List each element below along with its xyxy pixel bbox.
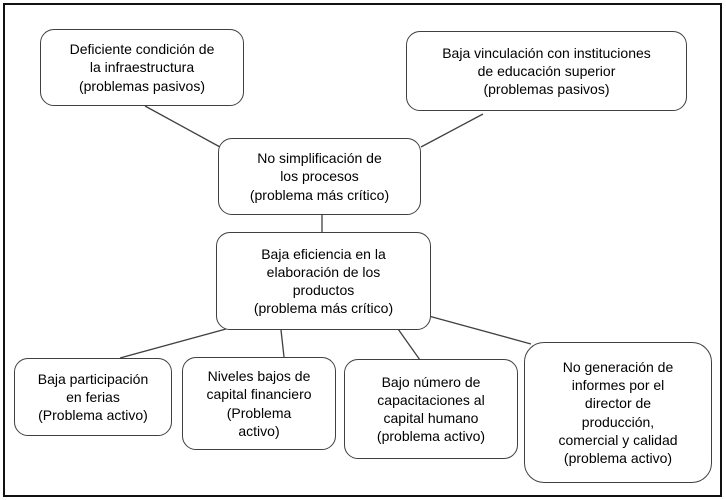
node-text: No simplificación de los procesos (probl… xyxy=(249,150,390,203)
node-deficiente-infraestructura: Deficiente condición de la infraestructu… xyxy=(40,29,244,106)
node-baja-participacion-ferias: Baja participación en ferias (Problema a… xyxy=(14,358,172,436)
node-text: Niveles bajos de capital financiero (Pro… xyxy=(206,368,312,439)
node-bajo-numero-capacitaciones: Bajo número de capacitaciones al capital… xyxy=(344,359,518,459)
node-baja-vinculacion: Baja vinculación con instituciones de ed… xyxy=(406,31,687,111)
edge-infraestructura-simplificacion xyxy=(144,105,221,148)
node-niveles-bajos-capital: Niveles bajos de capital financiero (Pro… xyxy=(182,357,336,450)
edge-eficiencia-capital-financiero xyxy=(280,329,285,358)
node-text: Baja vinculación con instituciones de ed… xyxy=(442,44,651,98)
node-no-generacion-informes: No generación de informes por el directo… xyxy=(524,342,712,483)
node-text: Baja eficiencia en la elaboración de los… xyxy=(253,245,394,317)
edge-eficiencia-ferias xyxy=(119,328,227,359)
node-text: No generación de informes por el directo… xyxy=(558,358,678,466)
edge-eficiencia-informes xyxy=(424,314,532,345)
node-text: Baja participación en ferias (Problema a… xyxy=(37,370,149,424)
node-text: Bajo número de capacitaciones al capital… xyxy=(376,373,486,445)
node-text: Deficiente condición de la infraestructu… xyxy=(69,41,215,94)
node-no-simplificacion: No simplificación de los procesos (probl… xyxy=(218,138,421,215)
node-baja-eficiencia: Baja eficiencia en la elaboración de los… xyxy=(216,232,431,330)
edge-vinculacion-simplificacion xyxy=(420,113,484,148)
edge-eficiencia-capacitaciones xyxy=(397,328,421,361)
